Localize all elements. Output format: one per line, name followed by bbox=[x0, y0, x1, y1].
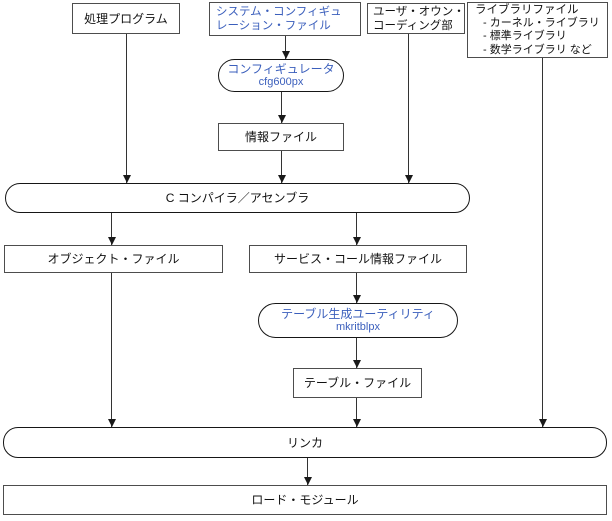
arrow-library-to-linker bbox=[538, 58, 547, 427]
library-title: ライブラリファイル bbox=[475, 3, 579, 16]
node-table-file: テーブル・ファイル bbox=[293, 368, 422, 398]
arrow-compiler-to-object-file bbox=[107, 213, 116, 245]
node-info-file: 情報ファイル bbox=[218, 123, 344, 151]
arrow-linker-to-load-module bbox=[303, 458, 312, 485]
arrow-object-file-to-linker bbox=[107, 273, 116, 427]
node-user-own-coding: ユーザ・オウン・ コーディング部 bbox=[367, 3, 465, 34]
node-service-call-info-file: サービス・コール情報ファイル bbox=[249, 245, 467, 273]
arrow-service-call-to-table-gen bbox=[352, 273, 361, 303]
node-label-line2: コーディング部 bbox=[373, 19, 453, 32]
library-item-standard: - 標準ライブラリ bbox=[483, 30, 567, 43]
arrow-processing-program-to-compiler bbox=[122, 34, 131, 183]
arrow-info-file-to-compiler bbox=[277, 151, 286, 183]
node-label: C コンパイラ／アセンブラ bbox=[165, 191, 310, 205]
node-load-module: ロード・モジュール bbox=[3, 485, 607, 515]
node-linker: リンカ bbox=[3, 427, 607, 458]
arrow-table-gen-to-table-file bbox=[352, 338, 361, 368]
arrow-compiler-to-service-call-file bbox=[352, 213, 361, 245]
arrow-system-config-to-configurator bbox=[281, 36, 290, 59]
node-label: ロード・モジュール bbox=[251, 493, 359, 507]
node-configurator: コンフィギュレータ cfg600px bbox=[218, 59, 344, 92]
library-item-kernel: - カーネル・ライブラリ bbox=[483, 16, 600, 29]
node-label: 情報ファイル bbox=[244, 130, 317, 144]
node-label: コンフィギュレータ bbox=[227, 62, 335, 76]
node-label: テーブル生成ユーティリティ bbox=[281, 307, 435, 321]
node-label: テーブル・ファイル bbox=[303, 376, 412, 390]
arrow-configurator-to-info-file bbox=[277, 92, 286, 123]
node-label: オブジェクト・ファイル bbox=[47, 252, 180, 266]
node-object-file: オブジェクト・ファイル bbox=[4, 245, 223, 273]
node-system-configuration-file: システム・コンフィギュ レーション・ファイル bbox=[209, 2, 361, 36]
node-c-compiler-assembler: C コンパイラ／アセンブラ bbox=[5, 183, 470, 213]
node-command-name: mkritblpx bbox=[335, 321, 380, 333]
node-label-line1: システム・コンフィギュ bbox=[216, 6, 342, 18]
node-label: サービス・コール情報ファイル bbox=[273, 252, 442, 266]
library-item-math: - 数学ライブラリ など bbox=[483, 43, 592, 56]
node-library-file: ライブラリファイル - カーネル・ライブラリ - 標準ライブラリ - 数学ライブ… bbox=[467, 2, 608, 58]
node-command-name: cfg600px bbox=[258, 76, 304, 88]
node-table-gen-utility: テーブル生成ユーティリティ mkritblpx bbox=[258, 303, 458, 338]
node-label: リンカ bbox=[286, 435, 323, 450]
node-processing-program: 処理プログラム bbox=[72, 3, 180, 34]
arrow-user-coding-to-compiler bbox=[404, 34, 413, 183]
arrow-table-file-to-linker bbox=[352, 398, 361, 427]
node-label-line1: ユーザ・オウン・ bbox=[373, 5, 465, 18]
node-label: 処理プログラム bbox=[84, 11, 168, 26]
node-label-line2: レーション・ファイル bbox=[216, 20, 331, 32]
